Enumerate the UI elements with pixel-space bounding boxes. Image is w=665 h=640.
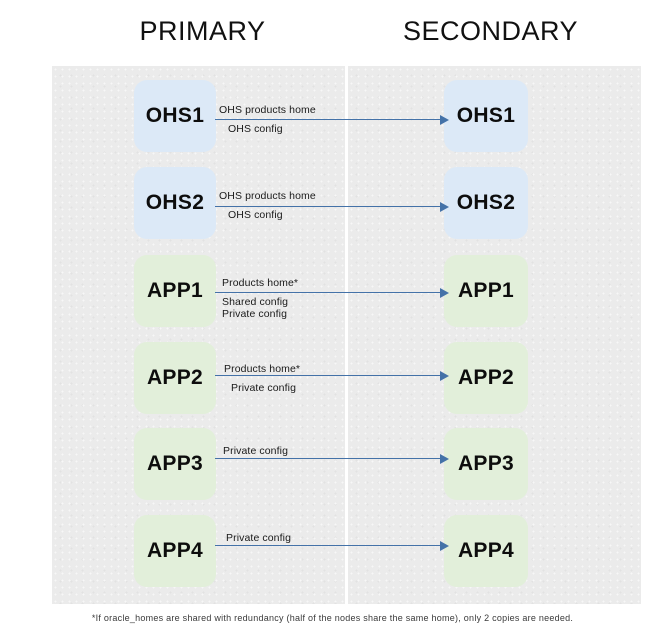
primary-node-ohs1[interactable]: OHS1 bbox=[134, 80, 216, 152]
secondary-node-label: OHS2 bbox=[456, 191, 516, 214]
primary-node-label: APP3 bbox=[146, 452, 204, 475]
replication-arrow-head-app3 bbox=[440, 454, 449, 464]
arrow-label-ohs2-0: OHS products home bbox=[219, 190, 316, 202]
arrow-label-app2-1: Private config bbox=[231, 382, 297, 394]
replication-arrow-head-app2 bbox=[440, 371, 449, 381]
secondary-column-panel bbox=[348, 66, 641, 604]
primary-node-label: APP4 bbox=[146, 539, 204, 562]
primary-node-app3[interactable]: APP3 bbox=[134, 428, 216, 500]
primary-node-label: APP2 bbox=[146, 366, 204, 389]
primary-column-heading: PRIMARY bbox=[139, 16, 266, 46]
replication-arrow-head-app1 bbox=[440, 288, 449, 298]
replication-arrow-line-app1 bbox=[215, 292, 440, 293]
replication-arrow-line-ohs1 bbox=[215, 119, 440, 120]
arrow-label-app4-0: Private config bbox=[226, 532, 292, 544]
secondary-column-heading: SECONDARY bbox=[402, 16, 579, 46]
replication-arrow-head-ohs2 bbox=[440, 202, 449, 212]
primary-node-app2[interactable]: APP2 bbox=[134, 342, 216, 414]
replication-arrow-line-app4 bbox=[215, 545, 440, 546]
secondary-node-app3[interactable]: APP3 bbox=[444, 428, 528, 500]
secondary-node-label: APP3 bbox=[457, 452, 515, 475]
secondary-node-ohs1[interactable]: OHS1 bbox=[444, 80, 528, 152]
replication-arrow-line-app3 bbox=[215, 458, 440, 459]
footnote-text: *If oracle_homes are shared with redunda… bbox=[91, 613, 574, 623]
primary-node-label: APP1 bbox=[146, 279, 204, 302]
arrow-label-app1-2: Private config bbox=[222, 308, 288, 320]
secondary-node-label: APP2 bbox=[457, 366, 515, 389]
primary-node-label: OHS1 bbox=[145, 104, 205, 127]
arrow-label-ohs2-1: OHS config bbox=[228, 209, 283, 221]
primary-node-app4[interactable]: APP4 bbox=[134, 515, 216, 587]
secondary-node-ohs2[interactable]: OHS2 bbox=[444, 167, 528, 239]
replication-arrow-head-app4 bbox=[440, 541, 449, 551]
arrow-label-app2-0: Products home* bbox=[224, 363, 301, 375]
replication-arrow-line-ohs2 bbox=[215, 206, 440, 207]
primary-node-app1[interactable]: APP1 bbox=[134, 255, 216, 327]
secondary-node-app4[interactable]: APP4 bbox=[444, 515, 528, 587]
arrow-label-app1-0: Products home* bbox=[222, 277, 299, 289]
primary-column-panel bbox=[52, 66, 345, 604]
replication-arrow-head-ohs1 bbox=[440, 115, 449, 125]
primary-node-ohs2[interactable]: OHS2 bbox=[134, 167, 216, 239]
secondary-node-label: APP1 bbox=[457, 279, 515, 302]
secondary-node-label: OHS1 bbox=[456, 104, 516, 127]
arrow-label-app3-0: Private config bbox=[223, 445, 289, 457]
secondary-node-app1[interactable]: APP1 bbox=[444, 255, 528, 327]
secondary-node-label: APP4 bbox=[457, 539, 515, 562]
secondary-node-app2[interactable]: APP2 bbox=[444, 342, 528, 414]
primary-node-label: OHS2 bbox=[145, 191, 205, 214]
arrow-label-ohs1-1: OHS config bbox=[228, 123, 283, 135]
replication-arrow-line-app2 bbox=[215, 375, 440, 376]
arrow-label-ohs1-0: OHS products home bbox=[219, 104, 316, 116]
arrow-label-app1-1: Shared config bbox=[222, 296, 289, 308]
